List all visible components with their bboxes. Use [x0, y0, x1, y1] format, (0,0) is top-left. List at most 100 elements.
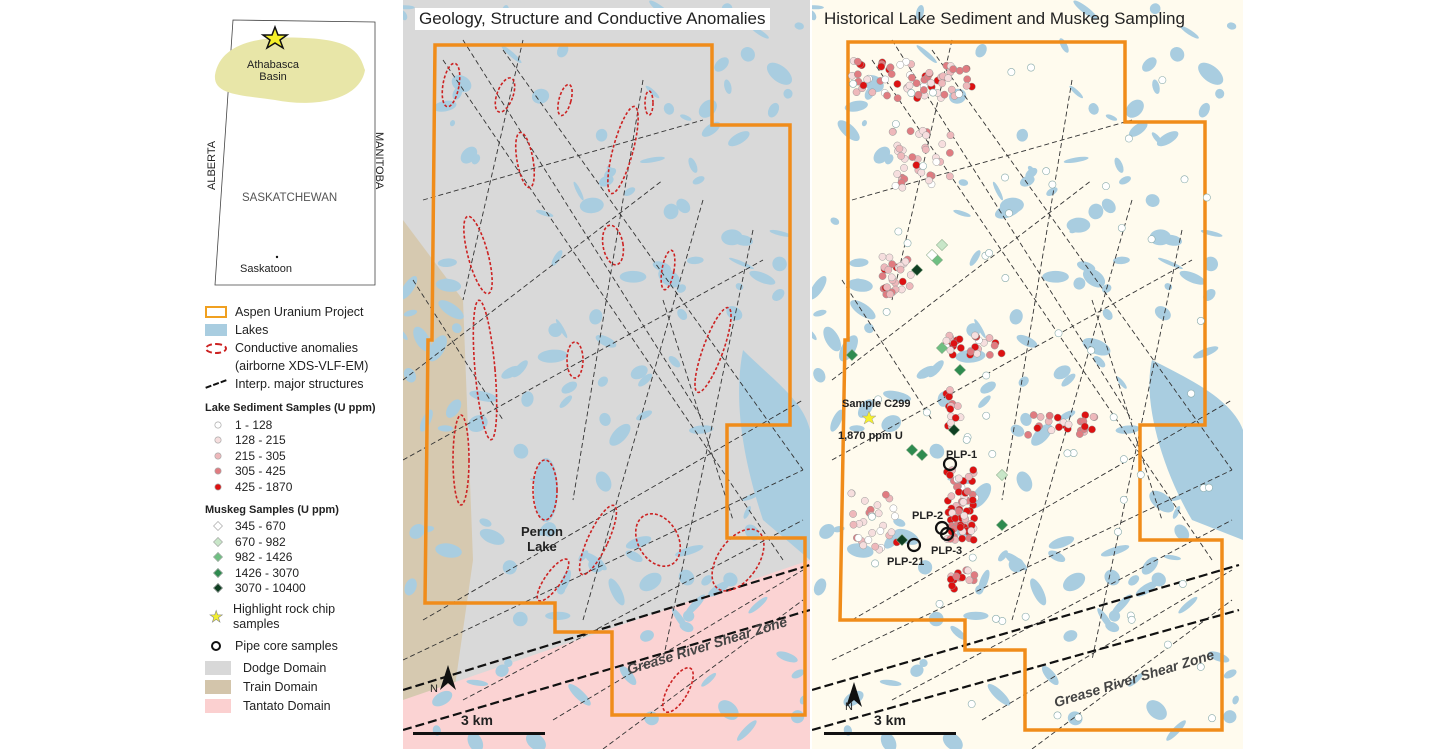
muskeg-point: [915, 448, 929, 462]
sample-point: [956, 523, 965, 532]
sample-point: [955, 90, 963, 98]
muskeg-point: [845, 348, 859, 362]
sample-point: [932, 158, 941, 166]
sample-point: [1119, 455, 1128, 464]
sample-point: [1042, 167, 1051, 176]
sample-point: [940, 90, 949, 99]
sample-point: [853, 57, 862, 66]
north-arrow-icon: [440, 665, 456, 690]
sample-point: [1114, 527, 1122, 536]
legend-label: Interp. major structures: [235, 377, 364, 391]
sample-point: [919, 162, 927, 170]
sample-point: [882, 308, 891, 316]
circle-icon: [214, 436, 222, 444]
domain-swatch: [205, 660, 231, 675]
circle-icon: [214, 483, 222, 491]
sample-point: [859, 541, 868, 550]
sample-point: [882, 490, 890, 499]
sample-point: [907, 89, 916, 97]
pipe-core-label: PLP-2: [912, 510, 944, 522]
legend-label: 982 - 1426: [235, 550, 293, 565]
legend-label: 345 - 670: [235, 519, 286, 534]
sample-point: [905, 81, 914, 90]
diamond-icon: [213, 536, 223, 547]
sample-point: [982, 371, 991, 380]
pipe-core-circle: [906, 537, 922, 553]
scale-label: 3 km: [461, 712, 493, 728]
sample-point: [887, 273, 896, 282]
legend-class: 3070 - 10400: [205, 581, 400, 597]
sample-point: [1001, 173, 1009, 182]
map-title: Geology, Structure and Conductive Anomal…: [415, 8, 770, 30]
sample-point: [963, 487, 972, 496]
sampling-map-canvas: [805, 0, 1243, 753]
pipe-core-label: PLP-21: [887, 556, 925, 568]
sample-point: [1027, 63, 1035, 72]
sample-point: [863, 75, 872, 84]
sample-point: [971, 343, 979, 351]
anomaly-swatch: [205, 342, 227, 354]
sample-point: [938, 140, 947, 148]
sample-point: [868, 512, 876, 521]
sample-point: [906, 271, 915, 279]
sample-point: [969, 536, 978, 544]
legend-class: 670 - 982: [205, 534, 400, 550]
sample-point: [966, 347, 975, 356]
legend-structures: Interp. major structures: [205, 375, 400, 393]
sample-point: [945, 172, 954, 181]
sample-point: [908, 73, 916, 82]
sample-point: [849, 79, 858, 88]
sample-point: [896, 265, 905, 274]
sample-point: [871, 542, 880, 551]
sample-point: [950, 339, 958, 348]
sample-point: [925, 68, 934, 77]
sample-point: [914, 90, 923, 99]
sample-point: [946, 419, 955, 427]
sample-point: [921, 145, 930, 154]
sample-point: [982, 411, 991, 420]
pipe-core-label: PLP-1: [946, 449, 978, 461]
sample-point: [962, 81, 971, 90]
sample-point: [968, 496, 977, 505]
sample-point: [990, 341, 999, 350]
alberta-label: ALBERTA: [206, 140, 218, 190]
muskeg-title: Muskeg Samples (U ppm): [205, 503, 339, 516]
sample-point: [922, 131, 930, 140]
sample-point: [1196, 317, 1205, 325]
sample-point: [883, 283, 891, 292]
sample-point: [860, 496, 869, 505]
sample-point: [944, 74, 952, 82]
circle-icon: [214, 467, 222, 475]
sample-point: [946, 471, 954, 479]
shear-zone-line: [811, 563, 1240, 692]
sample-point: [1080, 422, 1089, 431]
circle-icon: [211, 641, 221, 651]
muskeg-point: [935, 341, 949, 355]
sample-point: [957, 344, 965, 352]
legend-label: 305 - 425: [235, 464, 286, 479]
sample-point: [985, 249, 993, 257]
sample-point: [967, 700, 976, 708]
sample-point: [1074, 713, 1083, 722]
sample-point: [891, 120, 900, 128]
sample-point: [955, 474, 963, 483]
legend-label: Tantato Domain: [243, 698, 331, 713]
domain-swatch: [205, 698, 231, 713]
sample-point: [969, 466, 978, 474]
sample-point: [970, 571, 979, 579]
sample-point: [1089, 412, 1098, 421]
domain-swatch: [205, 679, 231, 694]
legend-project: Aspen Uranium Project: [205, 303, 400, 321]
basin-label: Athabasca Basin: [247, 59, 299, 83]
legend-label: Lakes: [235, 323, 269, 337]
geology-map-canvas: [396, 0, 811, 753]
sample-point: [1029, 411, 1038, 419]
sample-point: [1178, 580, 1187, 588]
sample-point: [1127, 615, 1136, 624]
muskeg-point: [935, 238, 949, 252]
lakes-swatch: [205, 324, 227, 336]
sample-point: [964, 472, 973, 481]
saskatoon-dot: [275, 255, 279, 259]
sample-point: [906, 127, 915, 135]
